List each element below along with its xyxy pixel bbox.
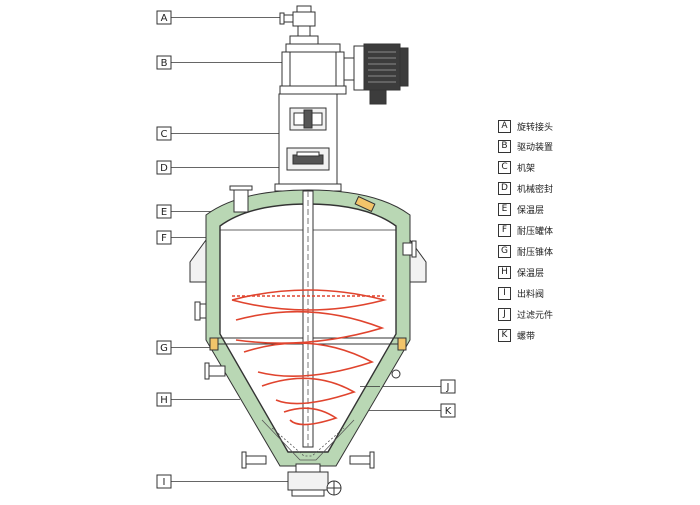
legend-label-b: 驱动装置 [517,142,554,153]
callout-k-label: K [445,406,452,417]
callout-h: H [156,392,240,407]
legend-label-g: 耐压锥体 [517,247,554,258]
callout-f-label: F [161,233,167,244]
legend-label-e: 保温层 [517,205,545,216]
legend-key-b: B [498,139,511,153]
callout-i: I [156,474,292,489]
callout-d-label: D [160,163,168,174]
callout-c-label: C [161,129,168,140]
legend-key-e: E [498,202,511,216]
legend-label-j: 过滤元件 [517,310,554,321]
callout-g: G [156,340,215,355]
drive-unit [279,43,409,105]
legend-item-j: J 过滤元件 [498,307,553,321]
agitator-shaft [302,190,314,448]
vessel-nozzles [189,185,427,469]
legend-item-e: E 保温层 [498,202,544,216]
legend-key-g: G [498,244,511,258]
legend-item-h: H 保温层 [498,265,544,279]
legend-key-j: J [498,307,511,321]
legend-label-i: 出料阀 [517,289,545,300]
rotary-joint [279,5,319,45]
callout-g-label: G [160,343,168,354]
legend-item-k: K 螺带 [498,328,535,342]
frame [274,93,342,192]
callout-d: D [156,160,285,175]
legend-key-f: F [498,223,511,237]
legend-label-k: 螺带 [517,331,536,342]
legend-label-h: 保温层 [517,268,545,279]
legend-label-d: 机械密封 [517,184,554,195]
ribbon-screw [231,289,388,426]
legend-key-a: A [498,119,511,133]
callout-e-label: E [161,207,167,218]
legend-label-f: 耐压罐体 [517,226,554,237]
legend-key-c: C [498,160,511,174]
legend-key-d: D [498,181,511,195]
callout-j: J [380,379,456,394]
callout-c: C [156,126,280,141]
callout-h-label: H [160,395,168,406]
legend-key-k: K [498,328,511,342]
callout-a-label: A [161,13,168,24]
callout-b: B [156,55,283,70]
callout-a: A [156,10,290,25]
legend-item-d: D 机械密封 [498,181,553,195]
motor-icon [363,43,401,91]
legend-label-c: 机架 [517,163,536,174]
callout-j-label: J [446,382,450,393]
legend-item-a: A 旋转接头 [498,119,553,133]
legend-item-i: I 出料阀 [498,286,544,300]
legend-item-g: G 耐压锥体 [498,244,553,258]
legend-label-a: 旋转接头 [517,122,554,133]
legend-item-c: C 机架 [498,160,535,174]
legend-key-i: I [498,286,511,300]
legend-item-f: F 耐压罐体 [498,223,553,237]
filter-element [261,419,355,461]
legend-key-h: H [498,265,511,279]
callout-b-label: B [161,58,168,69]
legend-item-b: B 驱动装置 [498,139,553,153]
callout-i-label: I [163,477,166,488]
outlet-valve [287,463,342,497]
